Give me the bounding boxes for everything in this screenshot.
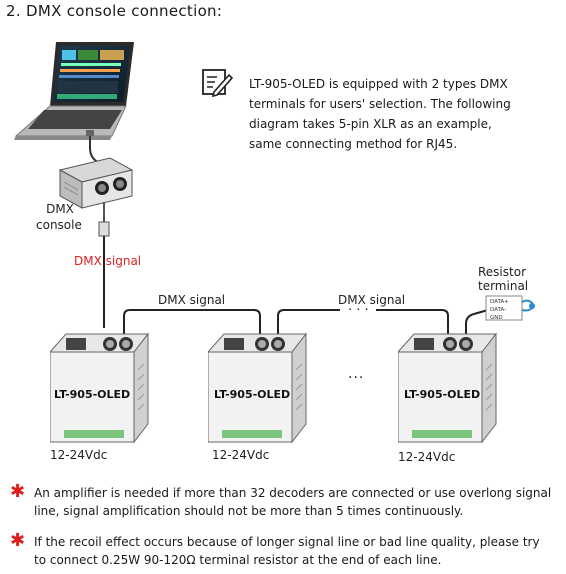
chain-ellipsis: · · · xyxy=(348,303,369,318)
laptop-illustration xyxy=(14,42,134,140)
note-line: LT-905-OLED is equipped with 2 types DMX xyxy=(249,77,508,91)
resistor-label: Resistor terminal xyxy=(478,265,529,293)
resistor-label-line: Resistor xyxy=(478,265,526,279)
console-label: DMX xyxy=(46,202,74,216)
supply-voltage-1: 12-24Vdc xyxy=(50,448,108,462)
dmx-console-device xyxy=(58,157,134,209)
decoder-device-3: LT-905-OLED xyxy=(398,332,498,444)
footnote-line: to connect 0.25W 90-120Ω terminal resist… xyxy=(34,553,442,567)
resistor-pin: GND xyxy=(490,315,503,321)
supply-voltage-3: 12-24Vdc xyxy=(398,450,456,464)
footnote-resistor: ✱ If the recoil effect occurs because of… xyxy=(10,530,560,569)
decoder-model-label: LT-905-OLED xyxy=(54,388,130,401)
warning-star-icon: ✱ xyxy=(10,481,26,502)
decoder-device-2: LT-905-OLED xyxy=(208,332,308,444)
decoder-device-1: LT-905-OLED xyxy=(50,332,150,444)
dmx-cable-vertical xyxy=(98,202,110,328)
note-line: same connecting method for RJ45. xyxy=(249,137,458,151)
note-line: terminals for users' selection. The foll… xyxy=(249,97,511,111)
dmx-signal-label-red: DMX signal xyxy=(74,254,142,268)
note-text: LT-905-OLED is equipped with 2 types DMX… xyxy=(249,74,549,154)
decoder-model-label: LT-905-OLED xyxy=(214,388,290,401)
console-label-line: console xyxy=(36,218,82,232)
resistor-pin: DATA- xyxy=(490,307,506,313)
note-line: diagram takes 5-pin XLR as an example, xyxy=(249,117,492,131)
dmx-signal-label-1: DMX signal xyxy=(158,293,226,307)
note-pencil-icon xyxy=(202,69,234,98)
section-title: 2. DMX console connection: xyxy=(6,2,223,20)
console-label-2: console xyxy=(36,218,82,232)
console-label-line: DMX xyxy=(46,202,74,216)
resistor-terminal: DATA+ DATA- GND xyxy=(485,295,536,321)
decoder-model-label: LT-905-OLED xyxy=(404,388,480,401)
resistor-pin: DATA+ xyxy=(490,299,509,305)
devices-ellipsis: ... xyxy=(348,366,365,382)
footnote-line: If the recoil effect occurs because of l… xyxy=(34,535,540,549)
dmx-chain-cables: · · · xyxy=(123,303,489,344)
footnote-line: An amplifier is needed if more than 32 d… xyxy=(34,486,552,500)
footnote-amplifier: ✱ An amplifier is needed if more than 32… xyxy=(10,481,560,520)
warning-star-icon: ✱ xyxy=(10,530,26,551)
footnote-line: line, signal amplification should not be… xyxy=(34,504,464,518)
supply-voltage-2: 12-24Vdc xyxy=(212,448,270,462)
dmx-signal-label-2: DMX signal xyxy=(338,293,406,307)
resistor-label-line: terminal xyxy=(478,279,529,293)
